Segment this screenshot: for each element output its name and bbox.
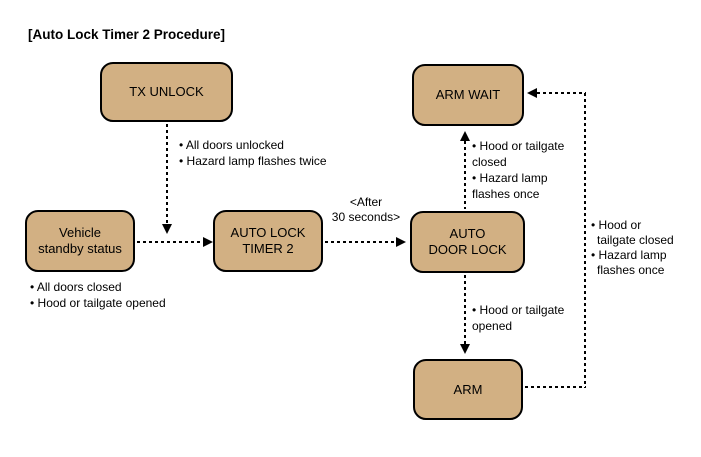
note-tx-unlock-conditions: • All doors unlocked • Hazard lamp flash… [179, 137, 327, 169]
node-tx-unlock-label: TX UNLOCK [129, 84, 204, 99]
note-line: • Hood or tailgate opened [30, 296, 166, 310]
note-line: • Hazard lamp [472, 171, 548, 185]
arrowhead-to-armwait-icon [460, 131, 470, 141]
connector-into-armwait [537, 92, 586, 94]
arrowhead-to-doorlock-icon [396, 237, 406, 247]
arrowhead-tx-unlock-down-icon [162, 224, 172, 234]
note-line: • Hazard lamp [591, 248, 667, 262]
arrowhead-to-timer-icon [203, 237, 213, 247]
note-line: tailgate closed [597, 233, 674, 247]
node-arm-wait: ARM WAIT [412, 64, 524, 126]
node-auto-door-lock-line2: DOOR LOCK [428, 242, 507, 257]
connector-doorlock-to-arm [464, 275, 466, 345]
note-line: flashes once [597, 263, 665, 277]
note-line: • Hazard lamp flashes twice [179, 154, 327, 168]
note-line: 30 seconds> [331, 210, 401, 224]
node-vehicle-standby-status: Vehicle standby status [25, 210, 135, 272]
node-auto-door-lock-line1: AUTO [449, 226, 486, 241]
node-arm-wait-label: ARM WAIT [435, 87, 501, 102]
note-line: • Hood or tailgate [472, 139, 565, 153]
arrowhead-into-armwait-icon [527, 88, 537, 98]
node-vehicle-standby-line1: Vehicle [59, 225, 101, 240]
node-auto-lock-timer-line1: AUTO LOCK [230, 225, 306, 240]
note-line: closed [472, 155, 507, 169]
connector-arm-right [525, 386, 586, 388]
note-line: • Hood or tailgate [472, 303, 565, 317]
node-arm-label: ARM [453, 381, 483, 397]
connector-vehicle-to-timer [137, 241, 204, 243]
node-auto-lock-timer-line2: TIMER 2 [242, 241, 294, 256]
arrowhead-to-arm-icon [460, 344, 470, 354]
note-vehicle-standby-conditions: • All doors closed • Hood or tailgate op… [30, 279, 166, 311]
node-vehicle-standby-line2: standby status [38, 241, 122, 256]
node-auto-door-lock: AUTO DOOR LOCK [410, 211, 525, 273]
note-line: • All doors closed [30, 280, 122, 294]
node-arm: ARM [413, 359, 523, 420]
note-lock-to-armwait-conditions: • Hood or tailgate closed • Hazard lamp … [472, 138, 564, 202]
note-line: <After [349, 195, 383, 209]
connector-tx-unlock-down [166, 124, 168, 225]
connector-doorlock-to-armwait [464, 141, 466, 209]
connector-timer-to-doorlock [325, 241, 397, 243]
note-line: • All doors unlocked [179, 138, 284, 152]
node-tx-unlock: TX UNLOCK [100, 62, 233, 122]
note-line: opened [472, 319, 513, 333]
connector-right-vertical [584, 93, 586, 388]
node-auto-lock-timer-2: AUTO LOCK TIMER 2 [213, 210, 323, 272]
note-after-30-seconds: <After 30 seconds> [320, 195, 412, 225]
note-line: • Hood or [591, 218, 642, 232]
note-arm-to-armwait-conditions: • Hood or tailgate closed • Hazard lamp … [591, 218, 674, 278]
diagram-title: [Auto Lock Timer 2 Procedure] [28, 27, 226, 42]
note-line: flashes once [472, 187, 540, 201]
note-lock-to-arm-conditions: • Hood or tailgate opened [472, 302, 564, 334]
